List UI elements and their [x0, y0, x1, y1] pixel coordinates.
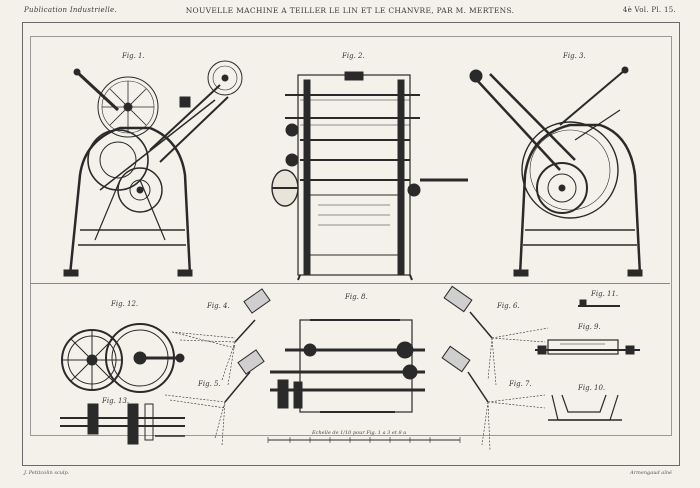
fig-6-blade	[443, 285, 473, 313]
scale-caption: Echelle de 1/10 pour Fig. 1 a 3 et 8 a	[312, 430, 407, 436]
fig-5-label: Fig. 5.	[198, 380, 221, 388]
fig-4-blade	[243, 288, 271, 314]
fig-11-label: Fig. 11.	[591, 290, 619, 298]
fig-3-label: Fig. 3.	[563, 52, 586, 60]
fig-2-machine-drawing	[271, 71, 468, 281]
fig-7-blade	[441, 345, 471, 373]
fig-13-drawing	[60, 403, 185, 445]
fig-4-label: Fig. 4.	[207, 302, 230, 310]
fig-1-machine-drawing	[63, 60, 243, 277]
fig-1-label: Fig. 1.	[122, 52, 145, 60]
fig-4-diagram	[171, 319, 256, 386]
fig-6-label: Fig. 6.	[497, 302, 520, 310]
fig-5-blade	[237, 349, 265, 375]
fig-2-label: Fig. 2.	[342, 52, 365, 60]
fig-9-drawing	[535, 339, 640, 355]
fig-12-label: Fig. 12.	[111, 300, 139, 308]
engraver-credit: J. Petitcolin sculp.	[24, 470, 70, 476]
fig-10-drawing	[548, 394, 622, 421]
fig-9-label: Fig. 9.	[578, 323, 601, 331]
publisher-credit: Armengaud aîné	[630, 470, 672, 476]
scale-bar	[267, 437, 461, 443]
fig-5-diagram	[164, 371, 251, 446]
fig-11-drawing	[578, 299, 620, 307]
plate-title: NOUVELLE MACHINE A TEILLER LE LIN ET LE …	[185, 6, 515, 15]
inner-frame	[30, 36, 672, 436]
volume-plate-number: 4è Vol. Pl. 15.	[622, 6, 676, 14]
fig-8-drawing	[270, 319, 425, 413]
fig-7-diagram	[467, 371, 546, 451]
fig-6-diagram	[469, 311, 549, 386]
outer-frame	[22, 22, 680, 466]
fig-10-label: Fig. 10.	[578, 384, 606, 392]
section-divider	[30, 283, 670, 284]
fig-3-machine-drawing	[469, 66, 643, 277]
fig-8-label: Fig. 8.	[345, 293, 368, 301]
publication-label: Publication Industrielle.	[24, 6, 118, 14]
fig-12-drawing	[61, 323, 185, 393]
fig-13-label: Fig. 13.	[102, 397, 130, 405]
fig-7-label: Fig. 7.	[509, 380, 532, 388]
